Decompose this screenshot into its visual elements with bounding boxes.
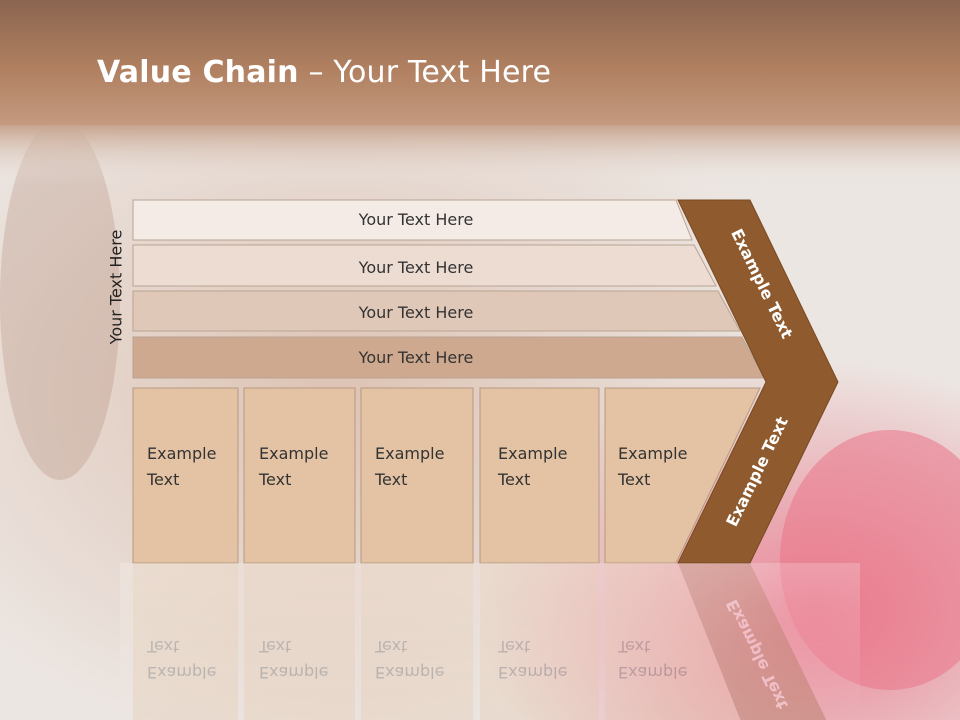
- bar-2-label: Your Text Here: [358, 258, 474, 277]
- box-1-line2: Text: [146, 470, 179, 489]
- bar-1[interactable]: [132, 199, 693, 241]
- box-3-line1: Example: [375, 444, 444, 463]
- box-5-line2: Text: [617, 470, 650, 489]
- box-3-line2: Text: [374, 470, 407, 489]
- box-4[interactable]: [479, 387, 600, 564]
- slide-title: Value Chain – Your Text Here: [97, 55, 551, 90]
- bar-3[interactable]: [132, 290, 741, 332]
- title-bold: Value Chain: [97, 55, 299, 90]
- box-4-line1: Example: [498, 444, 567, 463]
- bar-2[interactable]: [132, 244, 717, 287]
- title-rest: Your Text Here: [333, 55, 552, 90]
- bar-1-label: Your Text Here: [358, 210, 474, 229]
- box-2-line1: Example: [259, 444, 328, 463]
- box-2-line2: Text: [258, 470, 291, 489]
- box-1[interactable]: [132, 387, 239, 564]
- bar-4-label: Your Text Here: [358, 348, 474, 367]
- box-4-line2: Text: [497, 470, 530, 489]
- box-1-line1: Example: [147, 444, 216, 463]
- title-separator: –: [298, 55, 334, 90]
- bar-3-label: Your Text Here: [358, 303, 474, 322]
- box-5-line1: Example: [618, 444, 687, 463]
- box-3[interactable]: [360, 387, 474, 564]
- box-2[interactable]: [243, 387, 356, 564]
- reflection-fade: [120, 563, 860, 720]
